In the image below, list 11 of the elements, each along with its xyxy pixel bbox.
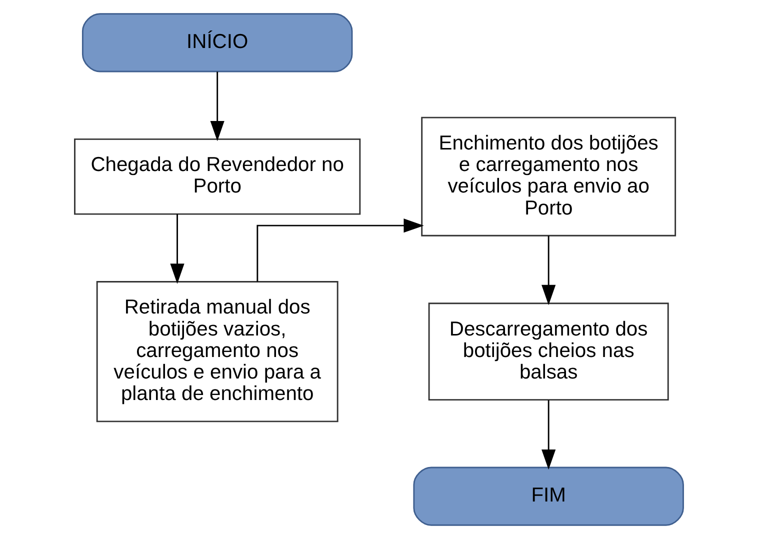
arrow (170, 214, 184, 284)
node-box: INÍCIO (82, 13, 353, 72)
arrow (256, 218, 424, 282)
node-box: Retirada manual dos botijões vazios, carregamento nos veículos e envio para a planta de enchimento (96, 281, 338, 422)
node-box: Descarregamento dos botijões cheios nas balsas (428, 302, 669, 401)
arrow (210, 72, 224, 142)
node-box: Chegada do Revendedor no Porto (74, 138, 361, 215)
node-box: Enchimento dos botijões e carregamento nos veículos para envio ao Porto (421, 116, 676, 236)
arrow (542, 236, 556, 306)
node-box: FIM (413, 466, 684, 526)
arrow (542, 400, 556, 470)
